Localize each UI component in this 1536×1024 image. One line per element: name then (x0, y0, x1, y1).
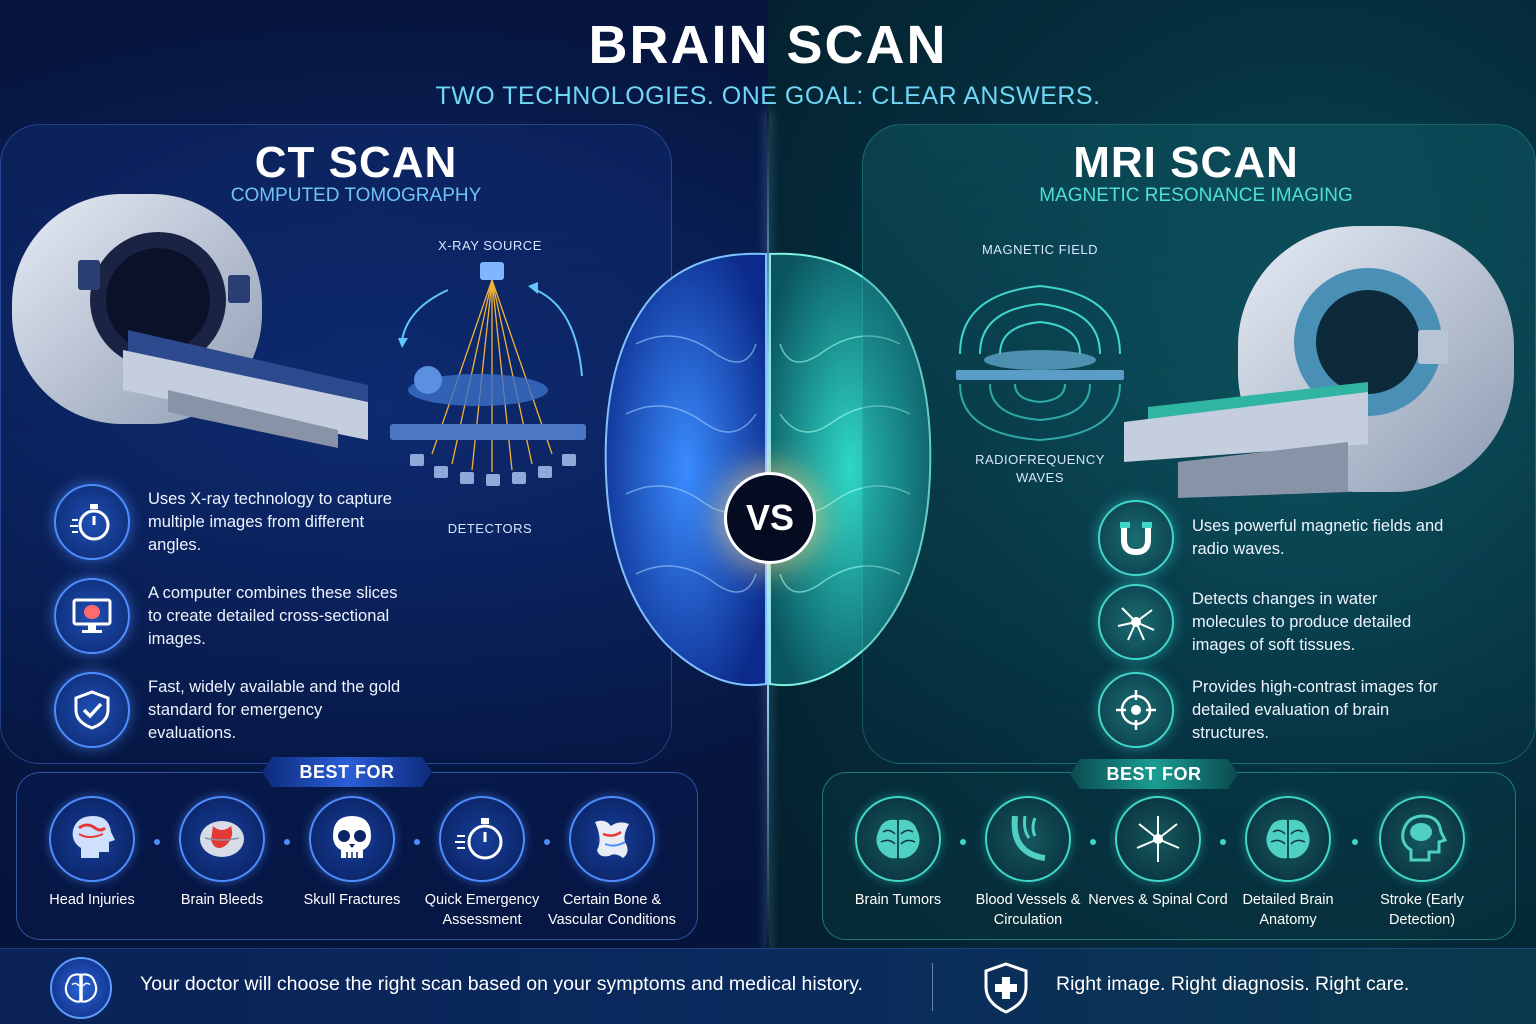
blood-vessel-icon (985, 796, 1071, 882)
brain-icon (855, 796, 941, 882)
mri-best-for-label: BEST FOR (1070, 759, 1238, 789)
ct-subtitle: COMPUTED TOMOGRAPHY (230, 185, 482, 206)
magnetic-field-label: MAGNETIC FIELD (981, 242, 1099, 257)
brain-icon (50, 957, 112, 1019)
footer-right-text: Right image. Right diagnosis. Right care… (1056, 973, 1410, 995)
ct-best-item: Certain Bone & Vascular Conditions (542, 796, 682, 930)
mri-feature-text: Uses powerful magnetic fields and radio … (1192, 517, 1444, 558)
best-for-label: Quick Emergency Assessment (424, 892, 540, 928)
shield-check-icon (54, 672, 130, 748)
head-injury-icon (49, 796, 135, 882)
best-for-label: Nerves & Spinal Cord (1088, 892, 1228, 908)
best-for-label: Skull Fractures (303, 892, 401, 908)
mri-best-item: Blood Vessels & Circulation (958, 796, 1098, 930)
brain-illustration (604, 252, 932, 687)
best-for-label: Detailed Brain Anatomy (1242, 892, 1334, 928)
separator-dot (154, 839, 160, 845)
ct-diagram (390, 262, 586, 486)
brain-icon (1245, 796, 1331, 882)
best-for-label: Stroke (Early Detection) (1380, 892, 1464, 928)
magnet-icon (1098, 500, 1174, 576)
mri-title: MRI SCAN (1073, 138, 1299, 187)
footer-bar: Your doctor will choose the right scan b… (0, 948, 1536, 1024)
separator-dot (960, 839, 966, 845)
separator-dot (284, 839, 290, 845)
best-for-label: Head Injuries (49, 892, 135, 908)
ct-best-item: Brain Bleeds (152, 796, 292, 910)
separator-dot (1352, 839, 1358, 845)
mri-diagram (956, 284, 1124, 442)
mri-subtitle: MAGNETIC RESONANCE IMAGING (1039, 185, 1353, 206)
ct-best-item: Quick Emergency Assessment (412, 796, 552, 930)
ct-feature-text: Uses X-ray technology to capture multipl… (148, 489, 392, 554)
mri-best-item: Detailed Brain Anatomy (1218, 796, 1358, 930)
ct-feature-text: Fast, widely available and the gold stan… (148, 677, 401, 742)
ct-title: CT SCAN (254, 138, 458, 187)
separator-dot (1090, 839, 1096, 845)
vs-badge: VS (724, 472, 816, 564)
ct-machine-illustration (12, 194, 368, 448)
xray-source-label: X-RAY SOURCE (438, 238, 542, 253)
ct-feature-1: Uses X-ray technology to capture multipl… (54, 484, 408, 560)
mri-best-item: Nerves & Spinal Cord (1088, 796, 1228, 910)
mri-machine-illustration (1124, 226, 1514, 498)
ct-best-item: Skull Fractures (282, 796, 422, 910)
radiofrequency-label: RADIOFREQUENCY WAVES (975, 452, 1105, 485)
best-for-label: Brain Bleeds (180, 892, 264, 908)
best-for-label: Blood Vessels & Circulation (975, 892, 1081, 928)
mri-feature-3: Provides high-contrast images for detail… (1098, 672, 1452, 748)
mri-feature-2: Detects changes in water molecules to pr… (1098, 584, 1452, 660)
bone-icon (569, 796, 655, 882)
ct-best-for-label: BEST FOR (262, 757, 432, 787)
ct-feature-3: Fast, widely available and the gold stan… (54, 672, 408, 748)
nerve-icon (1115, 796, 1201, 882)
stopwatch-icon (439, 796, 525, 882)
ct-feature-2: A computer combines these slices to crea… (54, 578, 408, 654)
footer-divider (932, 963, 933, 1011)
page-subtitle: TWO TECHNOLOGIES. ONE GOAL: CLEAR ANSWER… (435, 82, 1101, 110)
page-title: BRAIN SCAN (588, 15, 948, 75)
best-for-label: Certain Bone & Vascular Conditions (548, 892, 676, 928)
monitor-brain-icon (54, 578, 130, 654)
mri-feature-text: Detects changes in water molecules to pr… (1192, 589, 1412, 654)
head-brain-icon (1379, 796, 1465, 882)
brain-bleed-icon (179, 796, 265, 882)
separator-dot (544, 839, 550, 845)
ct-feature-text: A computer combines these slices to crea… (148, 583, 398, 648)
medical-shield-icon (980, 961, 1032, 1015)
skull-icon (309, 796, 395, 882)
best-for-label: Brain Tumors (854, 892, 942, 908)
target-icon (1098, 672, 1174, 748)
separator-dot (414, 839, 420, 845)
neuron-icon (1098, 584, 1174, 660)
mri-feature-text: Provides high-contrast images for detail… (1192, 677, 1438, 742)
stopwatch-icon (54, 484, 130, 560)
mri-feature-1: Uses powerful magnetic fields and radio … (1098, 500, 1452, 576)
ct-best-item: Head Injuries (22, 796, 162, 910)
mri-best-item: Stroke (Early Detection) (1352, 796, 1492, 930)
separator-dot (1220, 839, 1226, 845)
detectors-label: DETECTORS (447, 521, 533, 536)
footer-left-text: Your doctor will choose the right scan b… (140, 973, 863, 995)
mri-best-item: Brain Tumors (828, 796, 968, 910)
